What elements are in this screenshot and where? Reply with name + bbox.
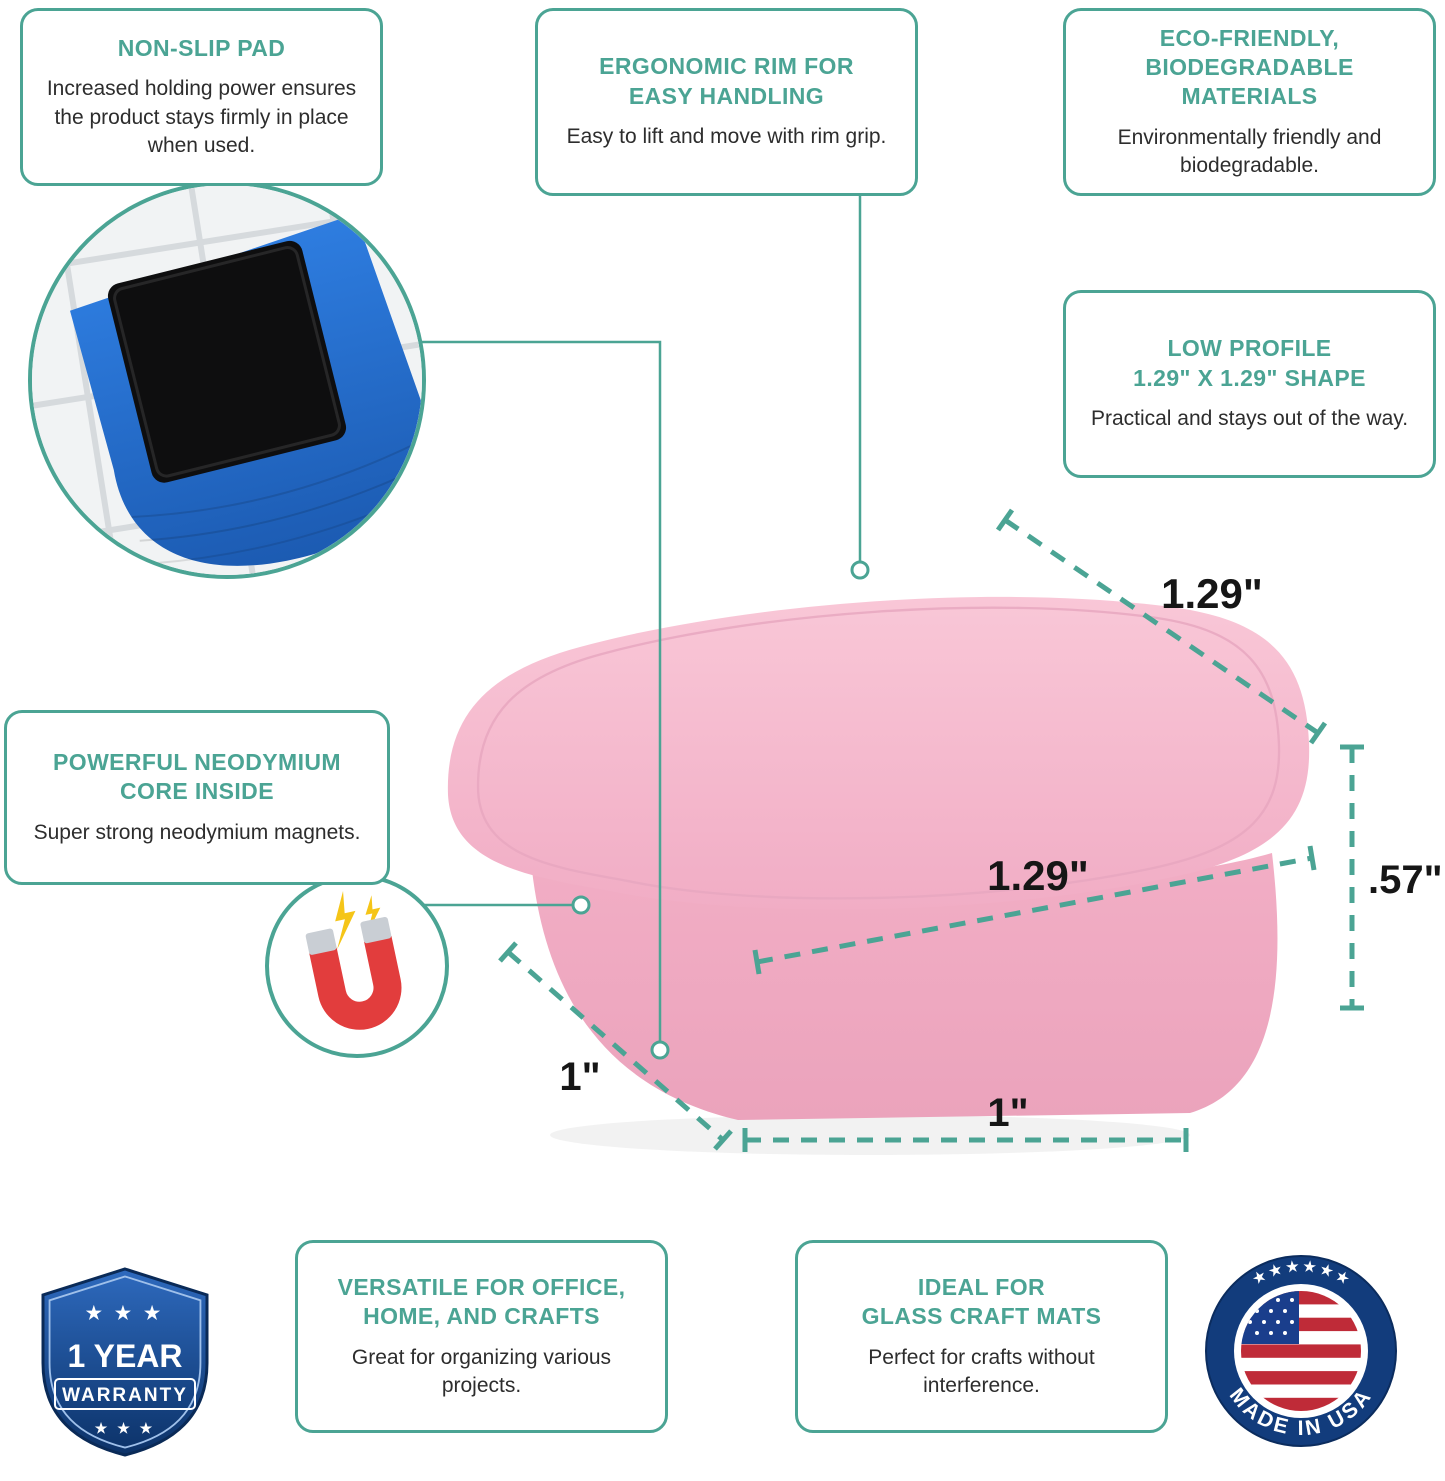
product-shadow: [550, 1115, 1190, 1155]
warranty-line2: WARRANTY: [62, 1385, 188, 1406]
callout-title: LOW PROFILE 1.29" X 1.29" SHAPE: [1133, 335, 1366, 391]
warranty-stars-bottom: ★ ★ ★: [95, 1420, 155, 1436]
callout-body: Environmentally friendly and biodegradab…: [1117, 125, 1382, 178]
us-flag: [1241, 1291, 1361, 1411]
dimension-tick: [995, 508, 1015, 532]
usa-flag-icon: ★ ★ ★ ★ ★ ★ MADE IN USA: [1205, 1255, 1397, 1447]
callout-low-profile: LOW PROFILE 1.29" X 1.29" SHAPE Practica…: [1063, 290, 1436, 478]
callout-body: Increased holding power ensures the prod…: [46, 77, 357, 157]
callout-title: ERGONOMIC RIM FOR EASY HANDLING: [599, 53, 854, 109]
callout-body: Perfect for crafts without interference.: [868, 1345, 1095, 1397]
warranty-stars-top: ★ ★ ★: [86, 1303, 164, 1323]
callout-body: Easy to lift and move with rim grip.: [566, 125, 887, 149]
magnet-icon-badge: [265, 874, 449, 1058]
callout-title: POWERFUL NEODYMIUM CORE INSIDE: [53, 748, 341, 805]
callout-title: ECO-FRIENDLY, BIODEGRADABLE MATERIALS: [1145, 24, 1354, 110]
callout-title: NON-SLIP PAD: [117, 34, 286, 61]
non-slip-pad: [107, 240, 347, 483]
callout-versatile: VERSATILE FOR OFFICE, HOME, AND CRAFTS G…: [295, 1240, 668, 1433]
callout-title: VERSATILE FOR OFFICE, HOME, AND CRAFTS: [337, 1273, 626, 1330]
callout-glass-craft-mats: IDEAL FOR GLASS CRAFT MATS Perfect for c…: [795, 1240, 1168, 1433]
spark-icon: [365, 895, 381, 936]
dimension-label-height: .57": [1368, 858, 1443, 902]
product-image: [447, 596, 1310, 1155]
callout-body: Practical and stays out of the way.: [1090, 407, 1409, 431]
callout-non-slip-pad: NON-SLIP PAD Increased holding power ens…: [20, 8, 383, 186]
product-lid: [447, 596, 1310, 910]
callout-ergonomic-rim: ERGONOMIC RIM FOR EASY HANDLING Easy to …: [535, 8, 918, 196]
spark-icon: [335, 891, 356, 950]
callout-neodymium-core: POWERFUL NEODYMIUM CORE INSIDE Super str…: [4, 710, 390, 885]
magnet-icon: [305, 891, 402, 1030]
callout-body: Super strong neodymium magnets.: [33, 820, 361, 844]
callout-body: Great for organizing various projects.: [351, 1345, 612, 1397]
callout-title: IDEAL FOR GLASS CRAFT MATS: [861, 1273, 1102, 1330]
non-slip-pad-photo: [28, 181, 426, 579]
non-slip-pad-photo-image: [32, 185, 422, 575]
callout-eco-friendly: ECO-FRIENDLY, BIODEGRADABLE MATERIALS En…: [1063, 8, 1436, 196]
warranty-shield-icon: ★ ★ ★ 1 YEAR WARRANTY ★ ★ ★: [41, 1267, 209, 1457]
warranty-line1: 1 YEAR: [67, 1338, 182, 1374]
blue-holder: [69, 213, 422, 566]
